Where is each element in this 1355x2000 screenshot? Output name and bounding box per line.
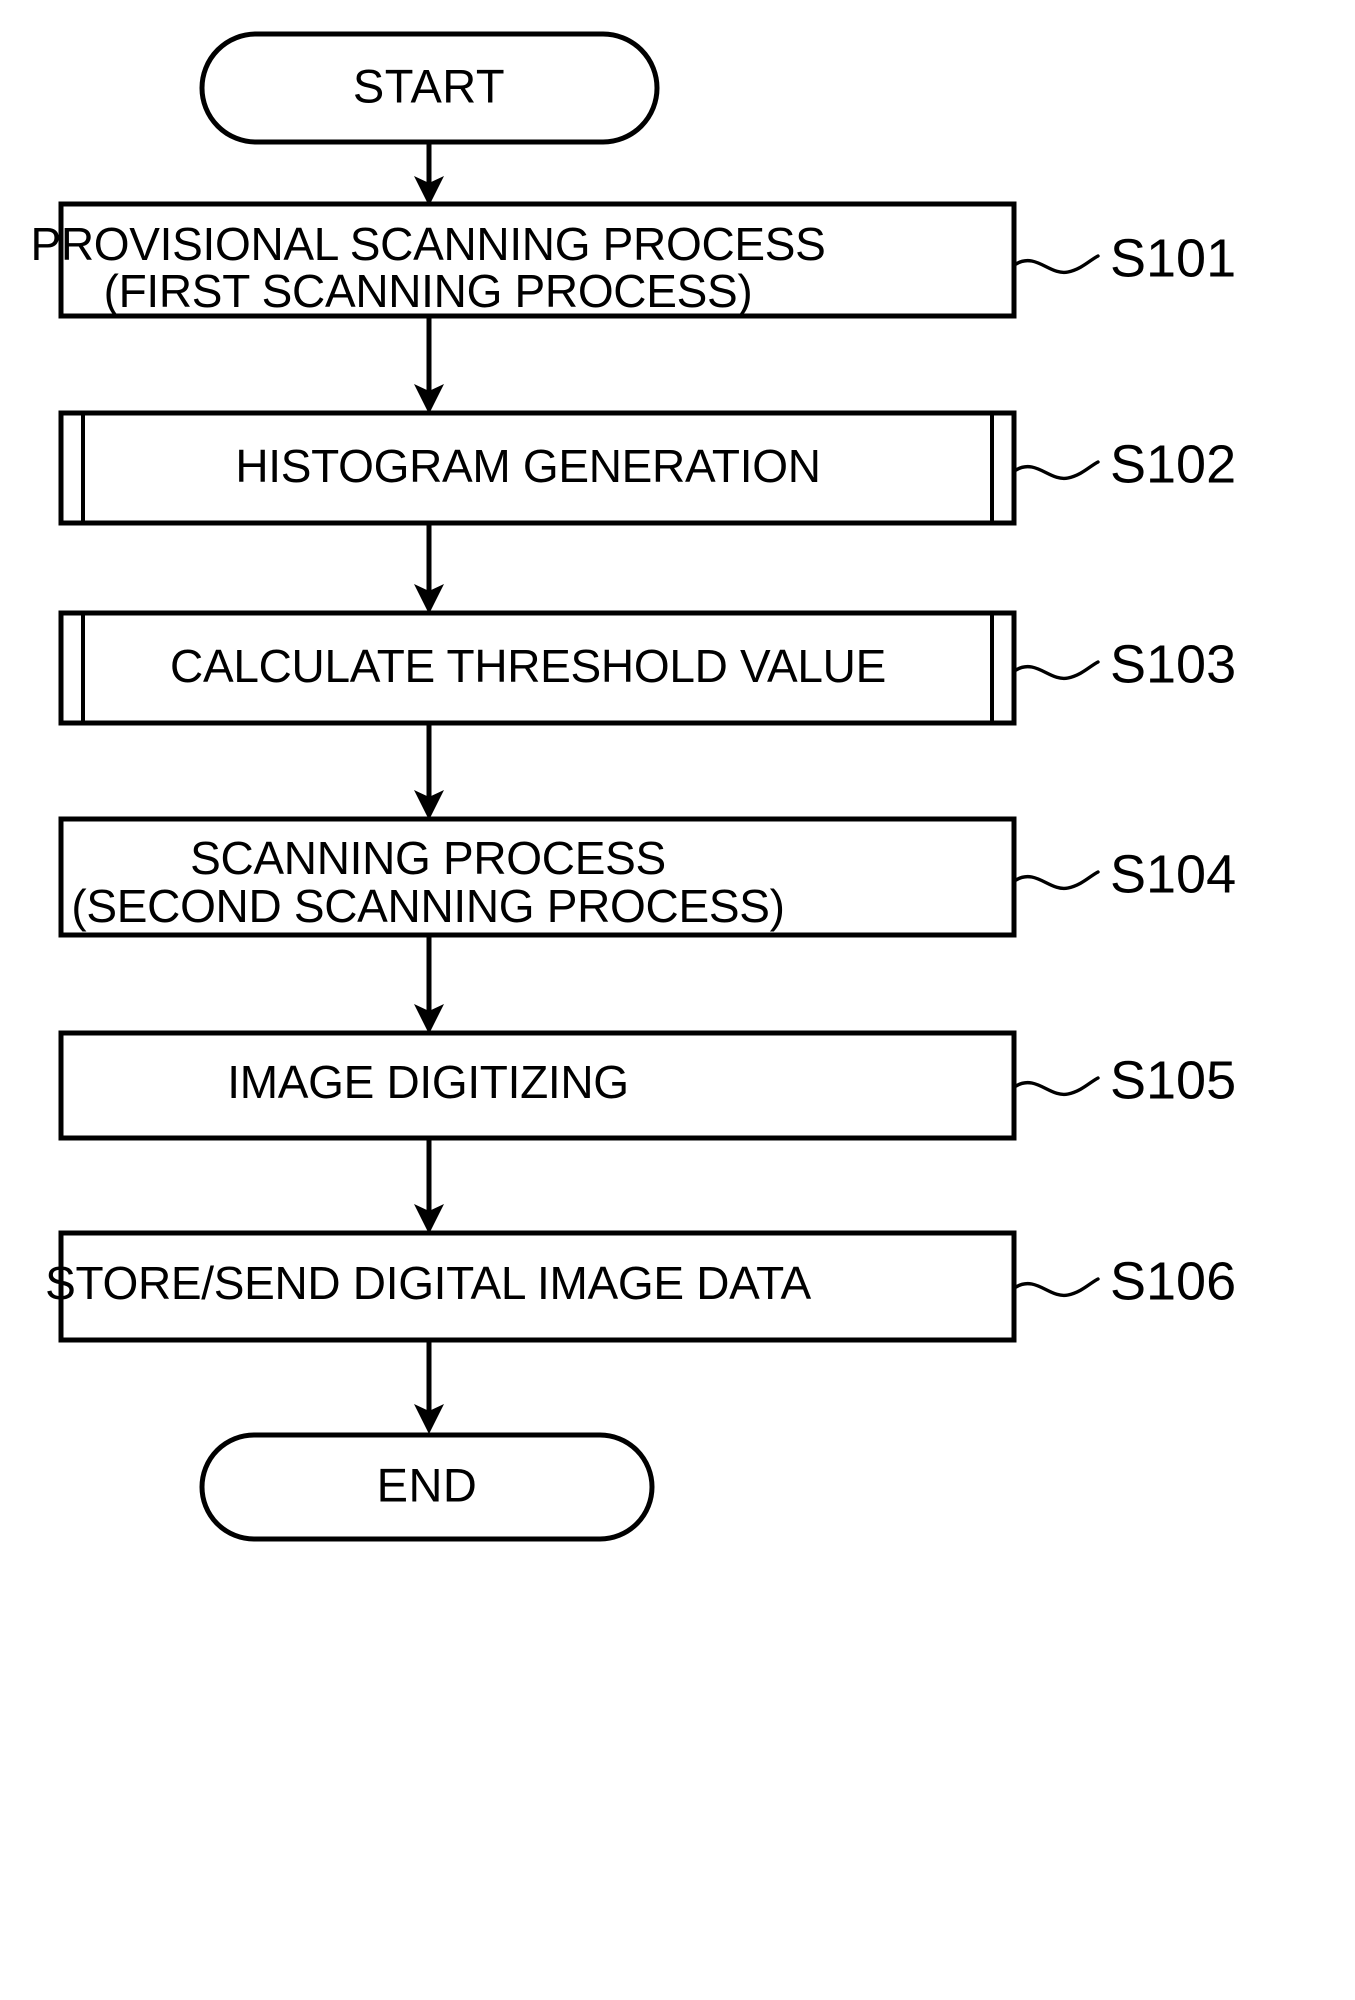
node-s106: STORE/SEND DIGITAL IMAGE DATA (45, 1230, 1017, 1343)
edge-s104-to-s105 (414, 935, 444, 1034)
edge-s106-to-end (414, 1340, 444, 1434)
squiggle-connector-icon (1014, 1076, 1100, 1097)
node-start: START (199, 31, 660, 145)
step-label-s104: S104 (1014, 844, 1236, 904)
squiggle-connector-icon (1014, 1277, 1100, 1298)
squiggle-connector-icon (1014, 254, 1100, 275)
arrow-head-icon (414, 176, 444, 206)
squiggle-connector-icon (1014, 460, 1100, 481)
edge-s101-to-s102 (414, 316, 444, 414)
node-s104: SCANNING PROCESS (SECOND SCANNING PROCES… (58, 816, 1017, 938)
edge-start-to-s101 (414, 142, 444, 206)
step-label-s103: S103 (1014, 634, 1236, 694)
arrow-head-icon (414, 1004, 444, 1034)
s105-label-line1: IMAGE DIGITIZING (227, 1056, 629, 1108)
s106-step-number: S106 (1110, 1251, 1236, 1311)
node-s103: CALCULATE THRESHOLD VALUE (58, 610, 1017, 726)
s102-predefined-process-shape (58, 410, 1017, 526)
step-label-s101: S101 (1014, 228, 1236, 288)
s106-process-shape (58, 1230, 1017, 1343)
s102-label-line1: HISTOGRAM GENERATION (235, 440, 820, 492)
s102-step-number: S102 (1110, 434, 1236, 494)
s103-predefined-process-shape (58, 610, 1017, 726)
s106-label-line1: STORE/SEND DIGITAL IMAGE DATA (45, 1257, 811, 1309)
node-end: END (199, 1432, 655, 1542)
arrow-head-icon (414, 584, 444, 614)
s103-step-number: S103 (1110, 634, 1236, 694)
s104-process-shape (58, 816, 1017, 938)
squiggle-connector-icon (1014, 660, 1100, 681)
s104-label-line1: SCANNING PROCESS (190, 832, 666, 884)
step-label-s105: S105 (1014, 1050, 1236, 1110)
s101-label-line2: (FIRST SCANNING PROCESS) (104, 265, 753, 317)
step-label-s102: S102 (1014, 434, 1236, 494)
s101-label-line1: PROVISIONAL SCANNING PROCESS (30, 218, 825, 270)
s103-label-line1: CALCULATE THRESHOLD VALUE (170, 640, 886, 692)
arrow-head-icon (414, 1204, 444, 1234)
s105-process-shape (58, 1030, 1017, 1141)
end-label: END (377, 1458, 478, 1511)
node-s101: PROVISIONAL SCANNING PROCESS (FIRST SCAN… (30, 201, 1017, 319)
node-s105: IMAGE DIGITIZING (58, 1030, 1017, 1141)
arrow-head-icon (414, 384, 444, 414)
start-label: START (353, 59, 505, 112)
edge-s103-to-s104 (414, 723, 444, 820)
arrow-head-icon (414, 790, 444, 820)
squiggle-connector-icon (1014, 870, 1100, 891)
arrow-head-icon (414, 1404, 444, 1434)
s105-step-number: S105 (1110, 1050, 1236, 1110)
s101-step-number: S101 (1110, 228, 1236, 288)
s104-label-line2: (SECOND SCANNING PROCESS) (71, 880, 784, 932)
step-label-s106: S106 (1014, 1251, 1236, 1311)
s104-step-number: S104 (1110, 844, 1236, 904)
node-s102: HISTOGRAM GENERATION (58, 410, 1017, 526)
end-terminator-shape (199, 1432, 655, 1542)
edge-s102-to-s103 (414, 523, 444, 614)
edge-s105-to-s106 (414, 1138, 444, 1234)
s101-process-shape (58, 201, 1017, 319)
